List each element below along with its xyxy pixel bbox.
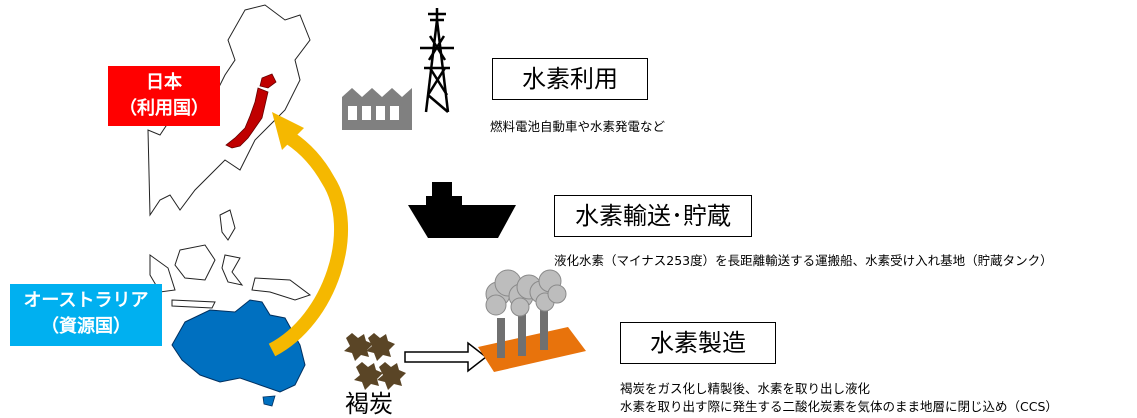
hokkaido-shape <box>259 73 277 89</box>
japan-label: 日本 （利用国） <box>108 66 220 126</box>
tasmania-shape <box>262 395 276 407</box>
philippines-shape <box>219 209 236 241</box>
transport-arrow <box>268 132 349 357</box>
lignite-icon <box>344 333 406 390</box>
sumatra-shape <box>149 254 176 293</box>
smokestack-plant-icon <box>478 269 586 372</box>
japan-shape <box>225 87 269 149</box>
factory-icon <box>342 88 412 130</box>
japan-label-role: （利用国） <box>119 98 209 119</box>
hydrogen-production-title: 水素製造 <box>620 322 776 364</box>
borneo-shape <box>174 244 216 281</box>
hydrogen-transport-title: 水素輸送･貯蔵 <box>554 195 752 237</box>
hydrogen-transport-description: 液化水素（マイナス253度）を長距離輸送する運搬船、水素受け入れ基地（貯蔵タンク… <box>554 253 1053 268</box>
transport-arrowhead <box>272 112 304 150</box>
lignite-label: 褐炭 <box>345 390 393 418</box>
sulawesi-shape <box>221 254 244 286</box>
australia-label-name: オーストラリア <box>23 290 149 311</box>
hydrogen-production-description-2: 水素を取り出す際に発生する二酸化炭素を気体のまま地層に閉じ込め（CCS） <box>620 399 1058 414</box>
power-tower-icon <box>420 8 454 113</box>
hydrogen-use-title: 水素利用 <box>492 58 648 100</box>
hydrogen-use-description: 燃料電池自動車や水素発電など <box>490 119 666 134</box>
java-shape <box>171 299 216 309</box>
australia-label: オーストラリア （資源国） <box>10 284 162 346</box>
hydrogen-production-description-1: 褐炭をガス化し精製後、水素を取り出し液化 <box>620 381 871 396</box>
new-guinea-shape <box>251 277 312 301</box>
arrow-icon <box>404 341 488 373</box>
australia-label-role: （資源国） <box>41 316 131 337</box>
japan-label-name: 日本 <box>146 72 182 93</box>
ship-icon <box>408 182 516 238</box>
australia-shape <box>171 299 306 393</box>
